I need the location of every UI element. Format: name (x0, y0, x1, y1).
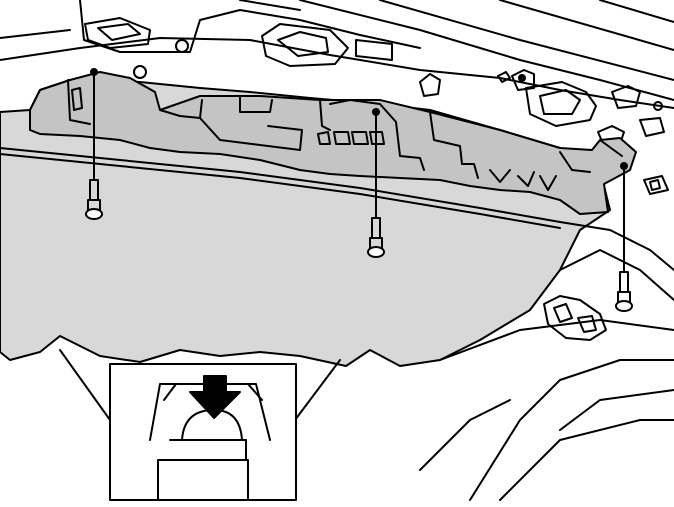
detail-inset (59, 349, 341, 501)
roof-frame (0, 0, 674, 109)
bolt-center (367, 108, 385, 258)
body-structure (419, 249, 674, 501)
mounting-rail (29, 71, 637, 215)
bolt-right (615, 162, 633, 312)
rail-details (67, 79, 623, 191)
frame-cutouts (84, 17, 669, 195)
trim-edge-inner (0, 153, 561, 229)
bolt-left (85, 68, 103, 220)
arrow-down-icon (189, 375, 241, 419)
trim-edge (0, 147, 674, 271)
